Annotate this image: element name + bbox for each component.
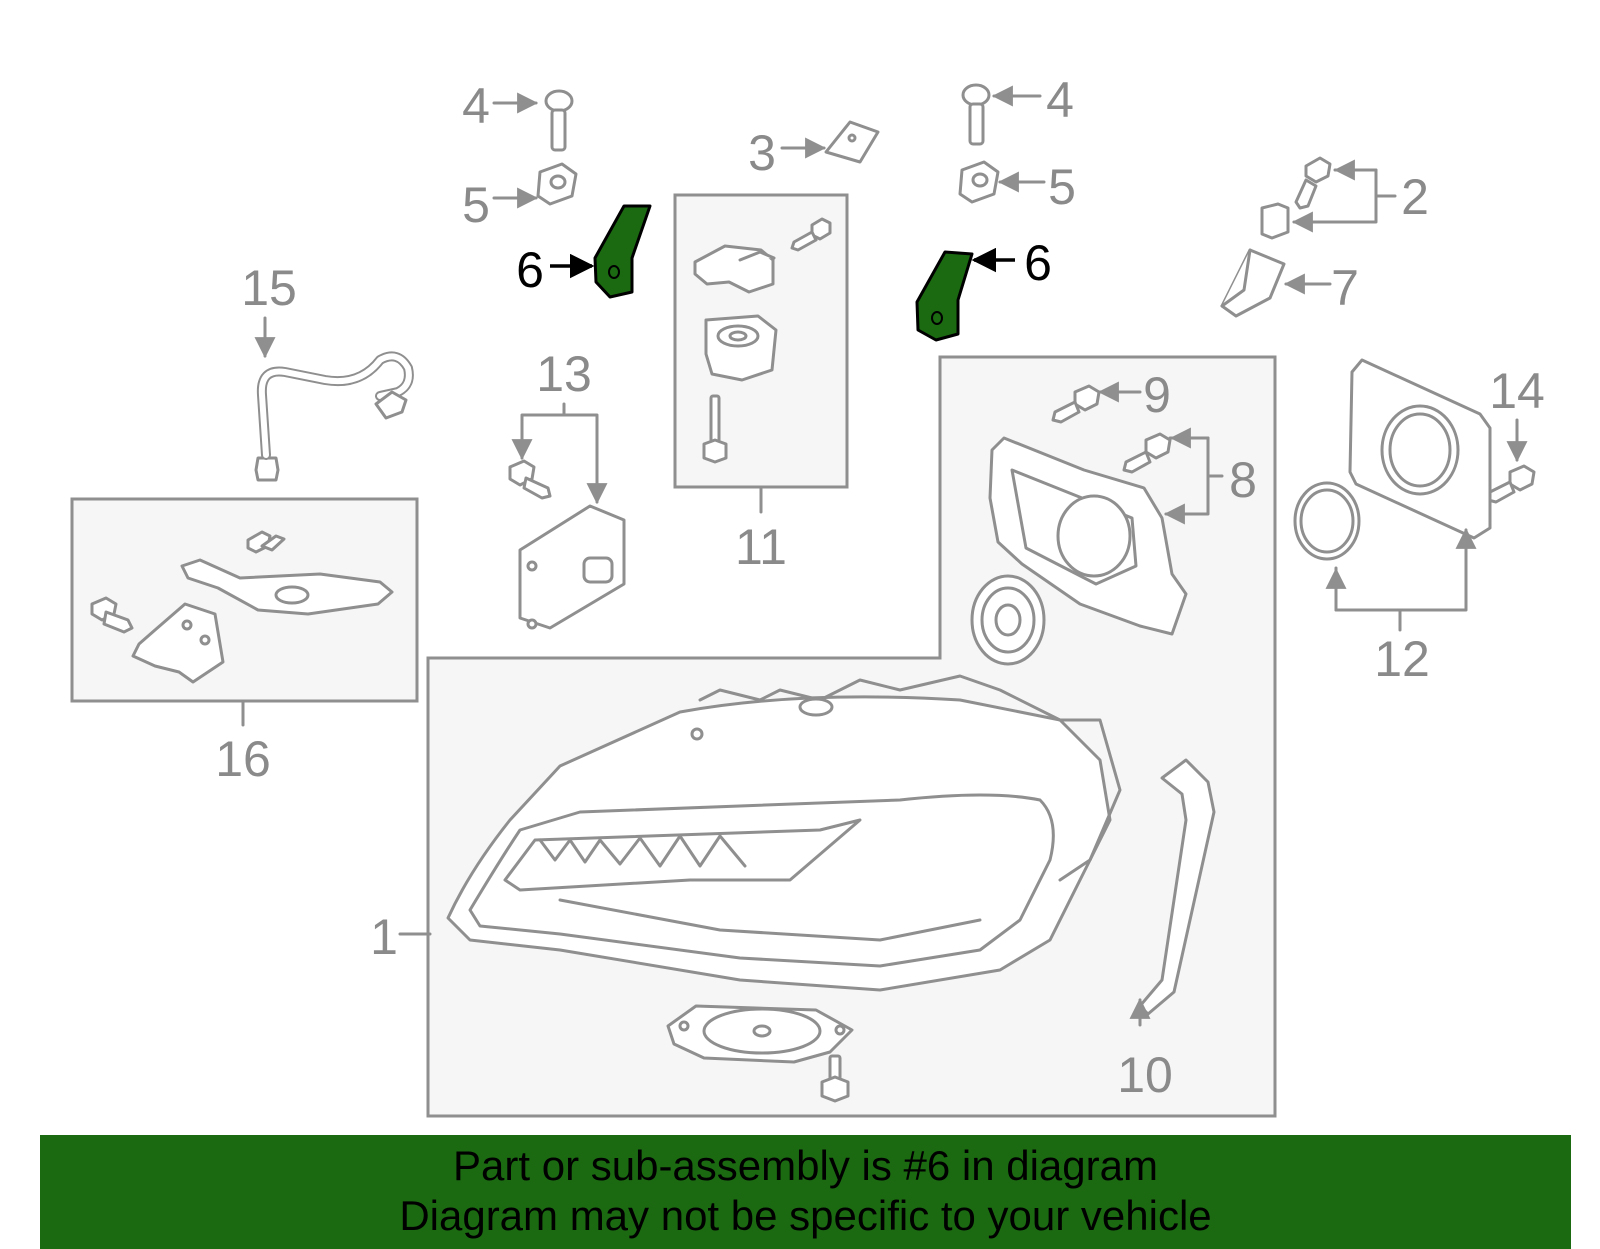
footer-line-1: Part or sub-assembly is #6 in diagram xyxy=(453,1142,1158,1189)
label-16: 16 xyxy=(215,731,271,787)
part-2-clip xyxy=(1260,202,1290,240)
label-8: 8 xyxy=(1229,452,1257,508)
label-5-right: 5 xyxy=(1048,159,1076,215)
label-3: 3 xyxy=(748,125,776,181)
part-8-screw xyxy=(1122,432,1172,474)
part-16-bolt-2 xyxy=(90,596,134,634)
label-5-left: 5 xyxy=(462,177,490,233)
label-1: 1 xyxy=(370,909,398,965)
part-11-bolt xyxy=(702,394,728,464)
part-13-ballast xyxy=(518,504,626,630)
label-9: 9 xyxy=(1143,367,1171,423)
part-2-screw xyxy=(1294,156,1332,210)
part-4-bolt-right xyxy=(961,83,991,146)
part-11-adjuster-body xyxy=(693,244,776,294)
part-cover-plate xyxy=(666,1004,854,1064)
part-4-bolt-left xyxy=(544,89,574,152)
footer-banner: Part or sub-assembly is #6 in diagram Di… xyxy=(40,1135,1571,1249)
label-2: 2 xyxy=(1401,169,1429,225)
part-13-screw xyxy=(508,459,552,500)
label-11: 11 xyxy=(735,519,787,575)
label-12: 12 xyxy=(1374,631,1430,687)
part-12-module-housing xyxy=(1348,358,1492,540)
part-5-nut-left xyxy=(536,162,578,206)
part-3-clip xyxy=(824,120,880,164)
box-16-sensor-kit xyxy=(70,497,419,703)
label-13: 13 xyxy=(536,346,592,402)
label-4-left: 4 xyxy=(462,78,490,134)
part-7-tab xyxy=(1220,248,1286,318)
part-15-wire-harness xyxy=(254,351,414,482)
part-11-screw xyxy=(790,217,832,252)
part-1-headlamp xyxy=(446,674,1122,992)
label-14: 14 xyxy=(1489,363,1545,419)
box-1-headlamp-assembly: 9 8 xyxy=(370,355,1277,1118)
label-7: 7 xyxy=(1331,260,1359,316)
part-bolt-bottom xyxy=(820,1054,850,1103)
part-9-screw xyxy=(1051,384,1101,424)
part-8-reflector-bracket xyxy=(988,436,1188,636)
label-6-right: 6 xyxy=(1024,235,1052,291)
part-14-screw xyxy=(1486,464,1536,504)
part-dust-cap xyxy=(970,574,1046,666)
label-10: 10 xyxy=(1117,1047,1173,1103)
label-15: 15 xyxy=(241,260,297,316)
label-6-left: 6 xyxy=(516,242,544,298)
part-11-motor xyxy=(704,314,778,382)
part-6-bracket-right xyxy=(915,250,974,342)
part-16-mount xyxy=(131,602,225,684)
footer-line-2: Diagram may not be specific to your vehi… xyxy=(399,1192,1212,1239)
label-4-right: 4 xyxy=(1046,72,1074,128)
part-6-bracket-left xyxy=(593,204,652,299)
box-11-adjuster-kit xyxy=(673,193,849,489)
part-5-nut-right xyxy=(958,160,1000,204)
part-12-ring xyxy=(1293,481,1361,561)
part-16-bolt xyxy=(246,530,286,554)
